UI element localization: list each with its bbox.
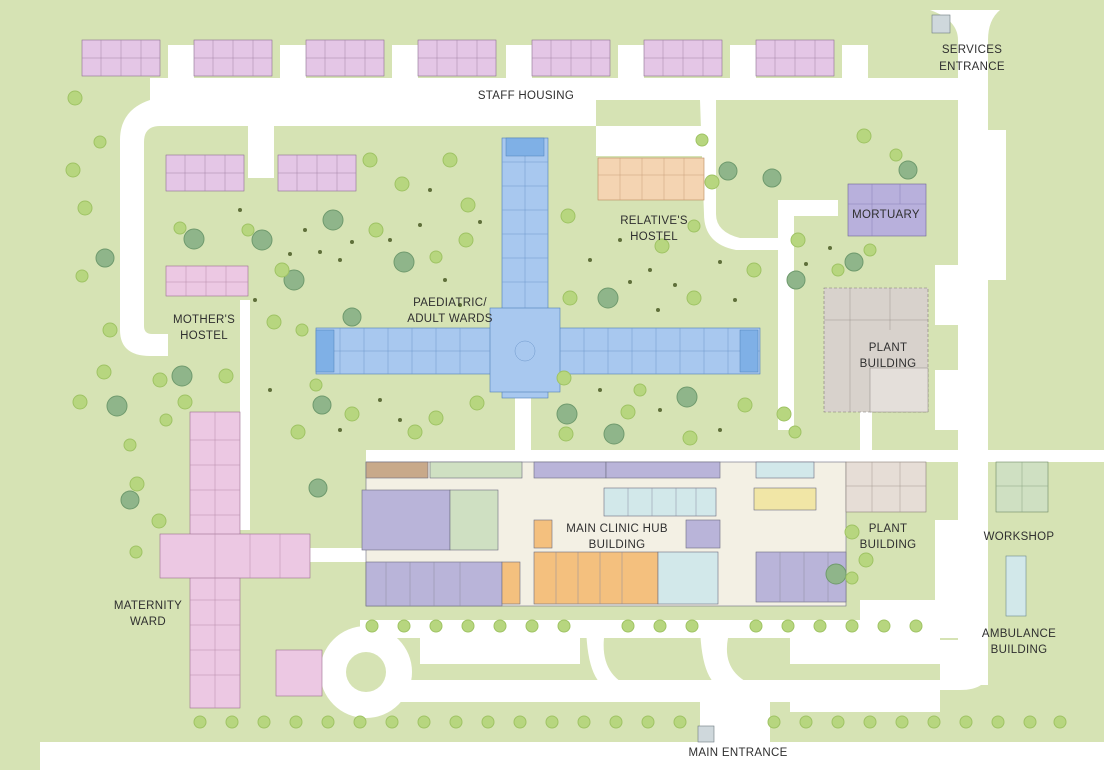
label-ambulance-line1: AMBULANCE [982, 628, 1056, 640]
road-network [40, 10, 1104, 770]
label-main-clinic-line2: BUILDING [589, 539, 646, 551]
relatives-hostel-detail [598, 158, 704, 200]
mortuary-detail [848, 184, 926, 236]
label-mothers-hostel-line2: HOSTEL [180, 330, 228, 342]
label-main-clinic-line1: MAIN CLINIC HUB [566, 523, 668, 535]
label-maternity-line1: MATERNITY [114, 600, 182, 612]
relatives-hostel-building [597, 157, 705, 201]
wards-end-bay-top [505, 137, 545, 157]
label-main-entrance: MAIN ENTRANCE [688, 747, 787, 759]
label-relatives-hostel-line1: RELATIVE'S [620, 215, 688, 227]
plant-building-b-detail [846, 462, 926, 512]
maternity-ward-detail [190, 412, 281, 708]
mortuary-building [847, 183, 927, 237]
mothers-hostel-building [165, 265, 249, 297]
label-workshop: WORKSHOP [984, 531, 1055, 543]
main-entrance-gatehouse [697, 725, 715, 743]
workshop-detail [996, 462, 1048, 512]
label-mortuary: MORTUARY [852, 209, 920, 221]
label-plant-building-a-line1: PLANT [869, 342, 908, 354]
label-services-entrance-line1: SERVICES [942, 44, 1002, 56]
plant-building-b [845, 461, 927, 513]
label-maternity-line2: WARD [130, 616, 166, 628]
main-clinic-hub-building [361, 461, 847, 607]
label-plant-building-b-line2: BUILDING [860, 539, 917, 551]
label-plant-building-b-line1: PLANT [869, 523, 908, 535]
label-services-entrance-line2: ENTRANCE [939, 61, 1005, 73]
shrubs [238, 188, 832, 432]
services-gatehouse [931, 14, 951, 34]
label-mothers-hostel-line1: MOTHER'S [173, 314, 235, 326]
wards-end-bay-right [739, 329, 759, 373]
mothers-hostel-detail [166, 266, 248, 296]
ward-bed-detail [316, 138, 760, 374]
ambulance-building [1005, 555, 1027, 617]
housing-unit-detail [82, 40, 834, 191]
label-ambulance-line2: BUILDING [991, 644, 1048, 656]
label-relatives-hostel-line2: HOSTEL [630, 231, 678, 243]
maternity-annex [275, 649, 323, 697]
trees [65, 90, 918, 585]
wards-end-bay-left [315, 329, 335, 373]
plant-building-a-detail [824, 288, 928, 412]
plant-building-a-annex [869, 367, 929, 413]
label-staff-housing: STAFF HOUSING [478, 90, 574, 102]
label-plant-building-a-line2: BUILDING [860, 358, 917, 370]
label-wards-line1: PAEDIATRIC/ [413, 297, 487, 309]
label-wards-line2: ADULT WARDS [407, 313, 493, 325]
street-trees [193, 619, 1067, 729]
